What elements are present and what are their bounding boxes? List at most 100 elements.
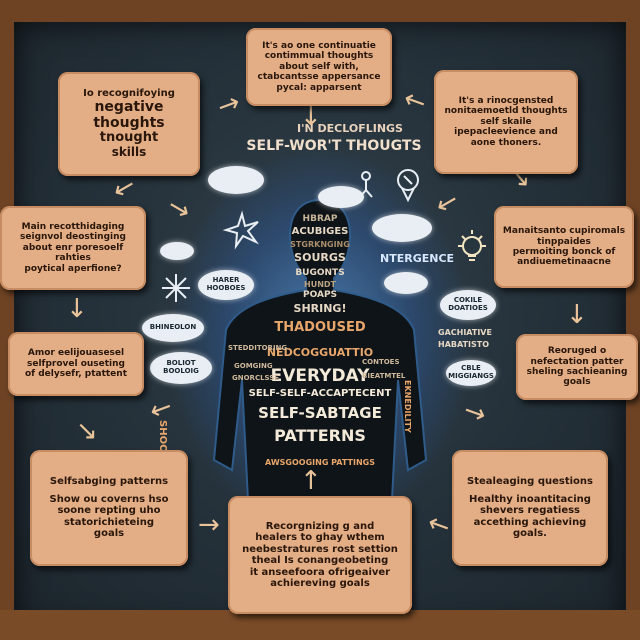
note-line: about self with, — [279, 61, 359, 72]
note-line: negative — [94, 99, 164, 116]
arrow-icon: ↑ — [300, 466, 322, 496]
note-low-right: Reoruged o nefectation patter sheling sa… — [516, 334, 638, 400]
arrow-icon: ↘ — [76, 416, 98, 446]
note-line: aone thoners. — [470, 137, 542, 148]
note-line: Reoruged o — [547, 346, 607, 357]
note-line: thoughts — [93, 115, 165, 132]
note-line: It's ao one continuatie — [262, 41, 376, 52]
arrow-icon: ↓ — [300, 102, 322, 132]
body-word-thadoused: THADOUSED — [274, 320, 366, 335]
note-low-left: Amor eelijouasesel selfprovel ouseting o… — [8, 332, 144, 396]
note-line: ipepacleevience and — [454, 127, 558, 138]
body-line-a: NEDCOGGUATTIO — [266, 346, 374, 359]
right-arm-text: EKNEDILITY — [403, 380, 412, 433]
cloud-icon — [318, 186, 364, 208]
note-bottom-left: Selfsabging patterns Show ou coverns hso… — [30, 450, 188, 566]
note-line: Amor eelijouasesel — [27, 348, 125, 359]
note-line: skills — [111, 145, 147, 160]
cloud-icon — [384, 272, 428, 294]
note-line: andiuemetinaacne — [517, 257, 611, 268]
cloud-icon: BHINEOLON — [142, 314, 204, 342]
note-line: pycal: apparsent — [276, 82, 362, 93]
body-line-acceptance: SELF-SELF-ACCAPTECENT — [248, 388, 392, 399]
note-line: tnought — [99, 130, 159, 146]
note-line: shevers regatiess — [479, 505, 581, 517]
note-line: about enr poresoelf rahties — [22, 242, 124, 264]
cloud-icon: HARER HOOBOES — [198, 270, 254, 300]
location-pin-icon — [397, 169, 419, 202]
body-line-everyday: EVERYDAY — [270, 366, 370, 386]
head-word-1: HBRAP — [302, 214, 338, 224]
right-side-word-1: CONTOES — [362, 358, 400, 366]
note-line: accething achieving — [473, 516, 587, 528]
body-line-sabotage: SELF-SABTAGE — [258, 404, 382, 422]
cloud-icon — [160, 242, 194, 260]
body-line-patings: AWSGOOGING PATTINGS — [265, 458, 375, 467]
body-line-patterns: PATTERNS — [274, 426, 366, 445]
note-mid-left: Main recotthidaging seignvol deostinging… — [0, 206, 146, 290]
chalkboard-frame-bottom — [0, 610, 640, 640]
cloud-icon: BOLIOT BOOLOIG — [150, 352, 212, 384]
header-line-2: SELF-WOR'T THOUGTS — [246, 138, 422, 154]
note-line: nefectation patter — [530, 356, 624, 367]
note-line: contimmual thoughts — [264, 51, 374, 62]
body-word-shring: SHRING! — [293, 302, 347, 315]
note-line: goals — [563, 377, 591, 388]
right-side-word-2: BIEATMTEL — [362, 372, 406, 380]
note-line: achiereving goals — [270, 578, 370, 589]
note-line: permoiting bonck of — [512, 247, 616, 257]
label-ntergence: NTERGENCE — [380, 252, 455, 265]
lightbulb-icon — [458, 230, 486, 261]
spark-icon — [162, 274, 190, 302]
note-mid-right: Manaitsanto cupiromals tinppaides permoi… — [494, 206, 634, 288]
note-line: it anseefoora ofrigeaiver — [249, 566, 391, 578]
note-line: Selfsabging patterns — [49, 476, 169, 488]
label-habatisto: HABATISTO — [438, 340, 490, 349]
note-line: healers to ghay wthem — [255, 532, 385, 543]
note-line: nonitaemoetld thoughts — [444, 106, 568, 117]
note-top-center: It's ao one continuatie contimmual thoug… — [246, 28, 392, 106]
label-gachiative: GACHIATIVE — [438, 328, 492, 337]
header-line-1: I'N DECLOFLINGS — [297, 122, 403, 135]
note-bottom-center: Recorgnizing g and healers to ghay wthem… — [228, 496, 412, 614]
stick-figure-icon — [359, 171, 373, 198]
note-line: Show ou coverns hso — [49, 493, 169, 505]
note-line: goals. — [513, 528, 547, 540]
note-line: Main recotthidaging — [21, 222, 125, 233]
note-line: statorichieteing — [63, 516, 154, 528]
note-line: poytical aperfione? — [24, 263, 122, 274]
cloud-icon: CBLE MIGGIANGS — [446, 360, 496, 386]
note-line: seignvol deostinging — [20, 232, 126, 243]
note-line: Stealeaging questions — [467, 476, 593, 488]
note-line: tinppaides — [537, 236, 591, 247]
cloud-icon — [372, 214, 432, 242]
cloud-icon — [208, 166, 264, 194]
cloud-icon: COKILE DOATIOES — [440, 290, 496, 320]
note-line: of delysefr, ptattent — [24, 369, 127, 380]
left-side-word-1: GOMGING — [234, 362, 273, 370]
note-line: self skaile — [480, 116, 532, 127]
note-line: sheling sachieaning — [526, 367, 628, 377]
note-line: selfprovel ouseting — [26, 358, 125, 369]
note-line: Manaitsanto cupiromals — [502, 226, 626, 237]
head-word-3: STGRKNGING — [290, 240, 350, 249]
note-line: Healthy inoantitacing — [469, 493, 591, 505]
note-line: It's a rinocgensted — [458, 96, 554, 107]
note-line: Io recognifoying — [83, 87, 175, 99]
note-top-right: It's a rinocgensted nonitaemoetld though… — [434, 70, 578, 174]
note-top-left: Io recognifoying negative thoughts tnoug… — [58, 72, 200, 176]
head-word-2: ACUBIGES — [291, 226, 349, 237]
head-word-4: SOURGS — [294, 251, 346, 264]
note-line: theal Is conangeobeting — [251, 555, 389, 566]
note-bottom-right: Stealeaging questions Healthy inoantitac… — [452, 450, 608, 566]
neck-word-2: HUNDT — [304, 280, 336, 289]
note-line: neebestratures rost settion — [242, 543, 398, 555]
note-line: ctabcantsse appersance — [257, 72, 381, 83]
note-line: soone repting uho — [57, 505, 161, 517]
note-line: goals — [93, 528, 125, 540]
note-line: Recorgnizing g and — [265, 520, 375, 532]
starburst-icon — [222, 210, 260, 250]
arrow-icon: → — [198, 510, 220, 540]
left-shoulder-word: STEDDITORING — [228, 344, 288, 352]
neck-word-3: POAPS — [302, 290, 338, 300]
